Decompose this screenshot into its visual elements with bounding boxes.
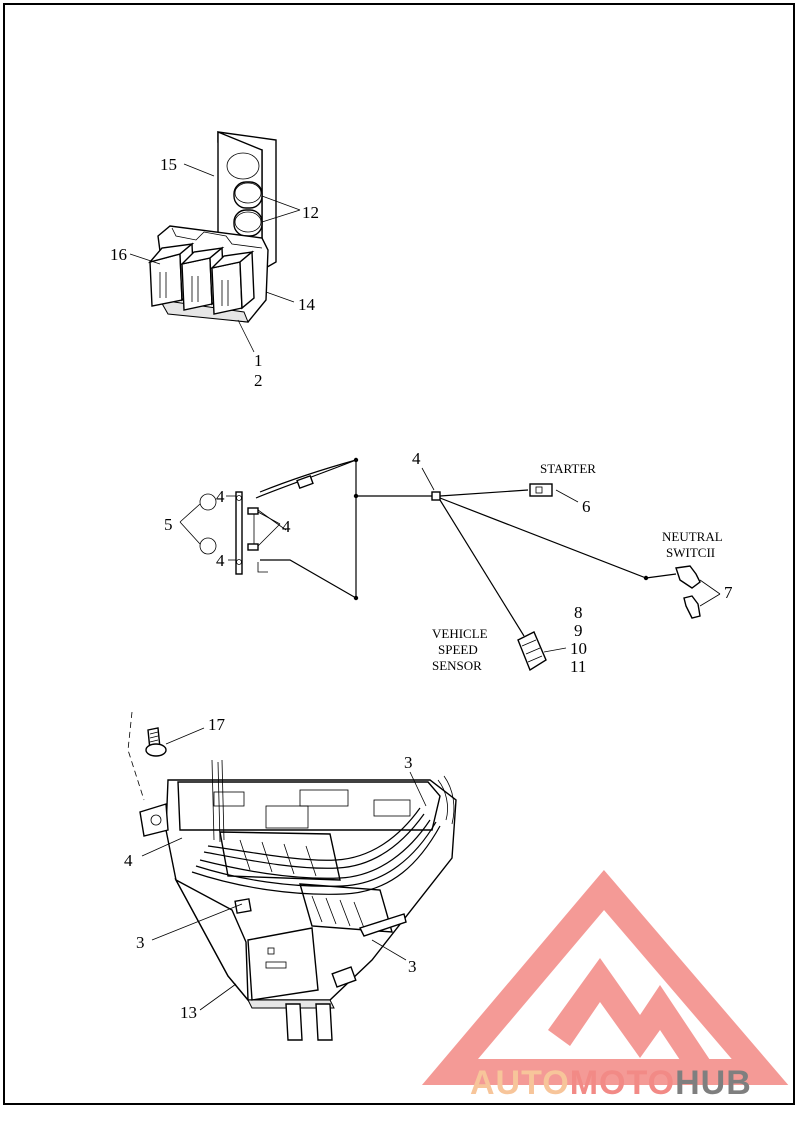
callout-4-top: 4 [216,487,225,506]
leader-13 [199,983,237,1011]
leader-4e [141,837,183,857]
neutral-switch-connector [645,565,701,619]
callout-12: 12 [302,203,319,222]
starter-connector [529,483,553,497]
grommet-5-upper [199,493,217,511]
callout-11: 11 [570,657,586,676]
callout-7: 7 [724,583,733,602]
leader-12a [261,195,301,211]
callout-3-top: 3 [404,753,413,772]
leader-4b-2 [257,523,281,547]
callout-3-left: 3 [136,933,145,952]
leader-3c [371,939,407,961]
leader-3b [151,903,243,941]
wiring-harness [199,457,701,672]
leader-4b-1 [257,511,281,525]
leader-4d [421,467,435,491]
leader-16 [129,253,161,265]
harness-mount-strip [235,491,243,575]
caddy-front-module [247,927,319,1001]
callout-4-caddy: 4 [124,851,133,870]
caption-neutral-1: NEUTRAL [662,529,723,544]
vehicle-speed-sensor-connector [517,631,547,672]
caption-vss-1: VEHICLE [432,626,488,641]
callout-6: 6 [582,497,591,516]
caption-starter: STARTER [540,461,596,476]
electrical-caddy-assembly [127,711,457,1041]
callout-16: 16 [110,245,127,264]
callout-17: 17 [208,715,226,734]
screw [145,727,167,757]
callout-15: 15 [160,155,177,174]
leader-3a [409,771,427,807]
logo-inner-m [548,958,710,1060]
caption-neutral-2: SWITCII [666,545,715,560]
callout-8: 8 [574,603,583,622]
leader-1 [237,319,255,353]
callout-3-right: 3 [408,957,417,976]
callout-14: 14 [298,295,316,314]
callout-10: 10 [570,639,587,658]
grommet-5-lower [199,537,217,555]
logo-triangle [421,869,789,1085]
leader-5a [179,503,201,523]
callout-1: 1 [254,351,263,370]
leader-5b [179,521,201,545]
logo-text: AUTOMOTOHUB [470,1064,752,1102]
callout-9: 9 [574,621,583,640]
leader-14 [265,291,295,303]
callout-2: 2 [254,371,263,390]
callout-4-junction: 4 [412,449,421,468]
harness-junction-clip [431,491,441,501]
callout-4-bottom: 4 [216,551,225,570]
callout-4-clips: 4 [282,517,291,536]
diagram-frame [3,3,795,1105]
leader-7b [699,593,721,607]
callout-5: 5 [164,515,173,534]
relay-right [209,250,255,315]
grommet-upper [233,181,263,209]
leader-17 [165,727,205,745]
leader-6 [555,489,579,503]
watermark-logo: AUTOMOTOHUB [421,869,789,1102]
leader-12b [261,209,301,223]
caption-vss-3: SENSOR [432,658,482,673]
caption-vss-2: SPEED [438,642,478,657]
callout-13: 13 [180,1003,197,1022]
leader-8 [543,647,567,653]
leader-15 [183,163,215,177]
relay-bracket-assembly [147,130,277,323]
leader-7a [699,579,721,595]
bracket-hole [226,152,260,180]
